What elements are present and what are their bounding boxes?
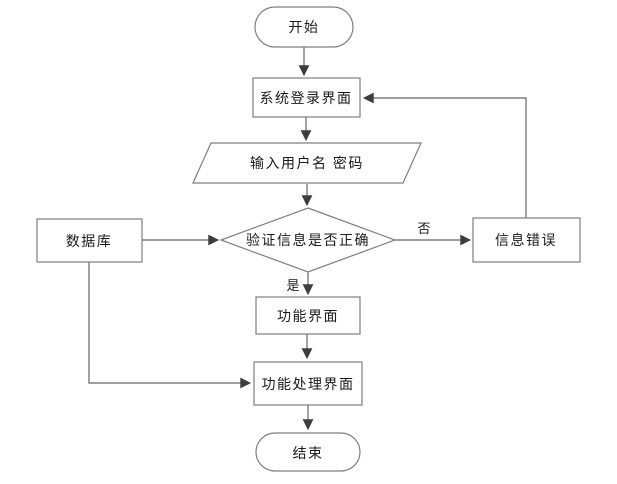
edge-database-to-process xyxy=(88,262,252,389)
function-screen-shape xyxy=(255,296,361,335)
node-input-credentials: 输入用户名 密码 xyxy=(192,142,422,184)
input-credentials-label: 输入用户名 密码 xyxy=(250,155,364,171)
database-shape xyxy=(36,218,143,263)
node-verify-decision: 验证信息是否正确 xyxy=(219,207,397,273)
function-process-screen-shape xyxy=(253,361,363,406)
node-start: 开始 xyxy=(254,6,354,48)
start-terminator-shape xyxy=(254,6,354,48)
edge-error-to-login-loop xyxy=(362,92,527,218)
start-label: 开始 xyxy=(289,19,320,35)
verify-decision-shape xyxy=(219,207,397,273)
node-login-screen: 系统登录界面 xyxy=(252,77,361,118)
function-process-screen-label: 功能处理界面 xyxy=(262,376,355,392)
login-screen-label: 系统登录界面 xyxy=(260,90,353,106)
node-database: 数据库 xyxy=(36,218,143,263)
verify-decision-label: 验证信息是否正确 xyxy=(246,232,370,248)
login-screen-shape xyxy=(252,77,361,118)
node-function-screen: 功能界面 xyxy=(255,296,361,335)
info-error-label: 信息错误 xyxy=(495,232,557,248)
node-info-error: 信息错误 xyxy=(472,217,581,263)
end-terminator-shape xyxy=(255,432,361,472)
node-function-process-screen: 功能处理界面 xyxy=(253,361,363,406)
database-label: 数据库 xyxy=(66,233,113,249)
info-error-shape xyxy=(472,217,581,263)
edges xyxy=(88,47,527,431)
edge-label-no: 否 xyxy=(417,221,430,236)
function-screen-label: 功能界面 xyxy=(277,308,339,324)
node-end: 结束 xyxy=(255,432,361,472)
input-credentials-shape xyxy=(192,142,422,184)
end-label: 结束 xyxy=(293,445,324,461)
edge-label-yes: 是 xyxy=(286,278,299,293)
